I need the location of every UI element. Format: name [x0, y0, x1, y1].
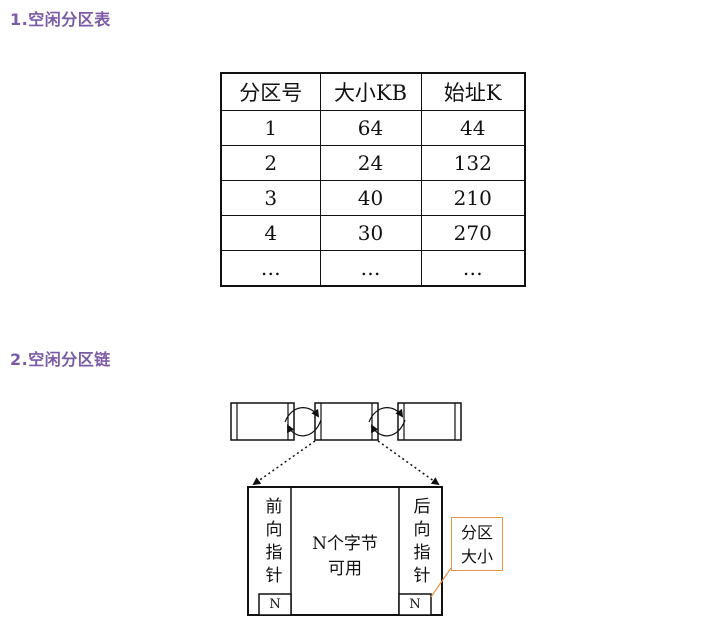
table-row: 4 30 270: [220, 215, 526, 251]
forward-link-arrow: [284, 407, 320, 423]
available-bytes-line2: 可用: [328, 559, 362, 579]
table-cell: …: [319, 250, 422, 287]
table-cell: 3: [220, 180, 321, 216]
size-field-left: N: [269, 597, 281, 612]
expanded-partition-block: [247, 486, 443, 616]
table-cell: 270: [420, 215, 526, 251]
chain-node: [230, 402, 295, 441]
column-header-start-address: 始址K: [420, 72, 526, 111]
available-bytes-line1: N个字节: [312, 534, 378, 554]
section-heading-free-partition-chain: 2.空闲分区链: [10, 350, 111, 369]
backward-link-arrow: [371, 419, 406, 437]
partition-size-callout-line2: 大小: [460, 547, 493, 566]
table-row: 3 40 210: [220, 180, 526, 216]
chain-node: [397, 402, 462, 441]
available-bytes-label: N个字节 可用: [291, 532, 399, 582]
chain-node: [314, 402, 379, 441]
table-cell: 210: [420, 180, 526, 216]
table-row: … … …: [220, 250, 526, 287]
backward-link-arrow: [287, 419, 322, 437]
size-label-pointer: [430, 567, 452, 598]
table-cell: …: [220, 250, 321, 287]
front-pointer-label: 前 向 指 针: [265, 497, 283, 586]
zoom-line-right: [377, 440, 440, 486]
forward-link-arrow: [368, 407, 404, 423]
table-cell: 1: [220, 110, 321, 146]
table-cell: …: [420, 250, 526, 287]
table-row: 1 64 44: [220, 110, 526, 146]
partition-size-callout-line1: 分区: [460, 523, 493, 542]
table-cell: 64: [319, 110, 422, 146]
size-field-right: N: [409, 597, 421, 612]
partition-size-callout: 分区 大小: [451, 517, 503, 571]
back-pointer-label: 后 向 指 针: [413, 497, 431, 586]
column-header-partition-number: 分区号: [220, 72, 321, 111]
table-cell: 30: [319, 215, 422, 251]
table-cell: 40: [319, 180, 422, 216]
table-row: 2 24 132: [220, 145, 526, 181]
section-heading-free-partition-table: 1.空闲分区表: [10, 10, 111, 29]
zoom-line-left: [252, 440, 316, 486]
free-partition-table: 分区号 大小KB 始址K 1 64 44 2 24 132 3 40 210 4…: [220, 72, 526, 287]
table-cell: 2: [220, 145, 321, 181]
table-cell: 24: [319, 145, 422, 181]
